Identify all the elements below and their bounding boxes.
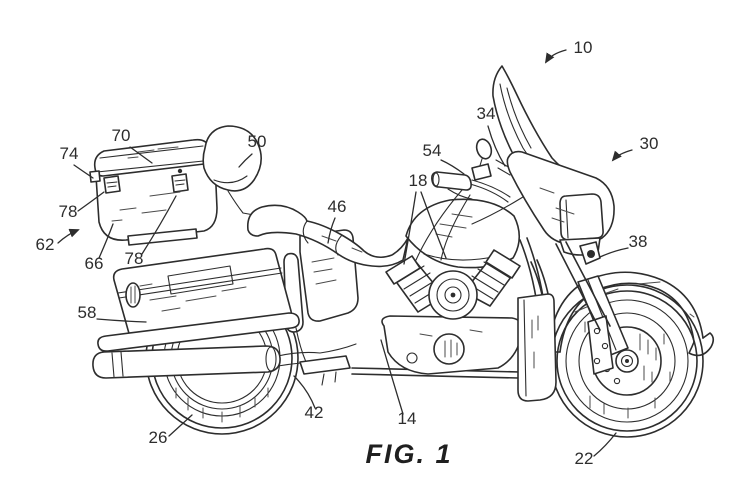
ref-label-30: 30: [640, 134, 659, 153]
fork-reflector: [579, 241, 601, 265]
rear-turn-signal: [125, 282, 141, 308]
exhaust-muffler: [92, 343, 357, 379]
crankcase: [381, 315, 524, 375]
ref-label-74: 74: [60, 144, 79, 163]
fuel-tank: [405, 198, 521, 269]
air-cleaner: [428, 270, 478, 320]
front-fairing: [506, 150, 615, 331]
leader-lines: [57, 49, 633, 457]
brake-lever: [447, 188, 473, 200]
trunk-latch-right: [171, 168, 189, 193]
saddlebag-lower-rail: [97, 312, 300, 352]
lower-fairing-panel: [517, 293, 557, 402]
ref-label-78-left: 78: [59, 202, 78, 221]
ref-label-42: 42: [305, 403, 324, 422]
ref-label-62: 62: [36, 235, 55, 254]
floorboard: [299, 355, 351, 375]
ref-label-34: 34: [477, 104, 496, 123]
ref-label-50: 50: [248, 132, 267, 151]
ref-label-66: 66: [85, 254, 104, 273]
ref-label-54: 54: [423, 141, 442, 160]
ref-label-46: 46: [328, 197, 347, 216]
trunk-latch-left: [103, 175, 121, 194]
ref-label-22: 22: [575, 449, 594, 468]
handlebar-grip: [431, 171, 472, 191]
ref-label-38: 38: [629, 232, 648, 251]
engine: [381, 249, 524, 375]
ref-label-78-right: 78: [125, 249, 144, 268]
ref-label-70: 70: [112, 126, 131, 145]
handlebar-controls: [431, 138, 513, 203]
trunk: [89, 138, 218, 246]
arrow-10: [544, 49, 567, 64]
trunk-base-plate: [127, 228, 198, 246]
ref-label-18: 18: [409, 171, 428, 190]
arrow-62: [57, 228, 80, 244]
figure-caption: FIG. 1: [365, 439, 452, 469]
ref-label-26: 26: [149, 428, 168, 447]
trunk-hinge-tab: [89, 170, 101, 183]
saddlebag: [97, 247, 304, 352]
ref-label-14: 14: [398, 409, 417, 428]
arrow-30: [611, 149, 633, 162]
fork-stanchion: [555, 241, 611, 331]
ref-label-10: 10: [574, 38, 593, 57]
backrest: [202, 125, 262, 216]
ref-label-58: 58: [78, 303, 97, 322]
reference-numerals: 10 30 34 54 18 46 50 70 74 78 62 66 78 5…: [36, 38, 659, 468]
front-fender: [547, 271, 715, 357]
master-cylinder: [471, 163, 492, 181]
front-fork: [577, 275, 639, 375]
